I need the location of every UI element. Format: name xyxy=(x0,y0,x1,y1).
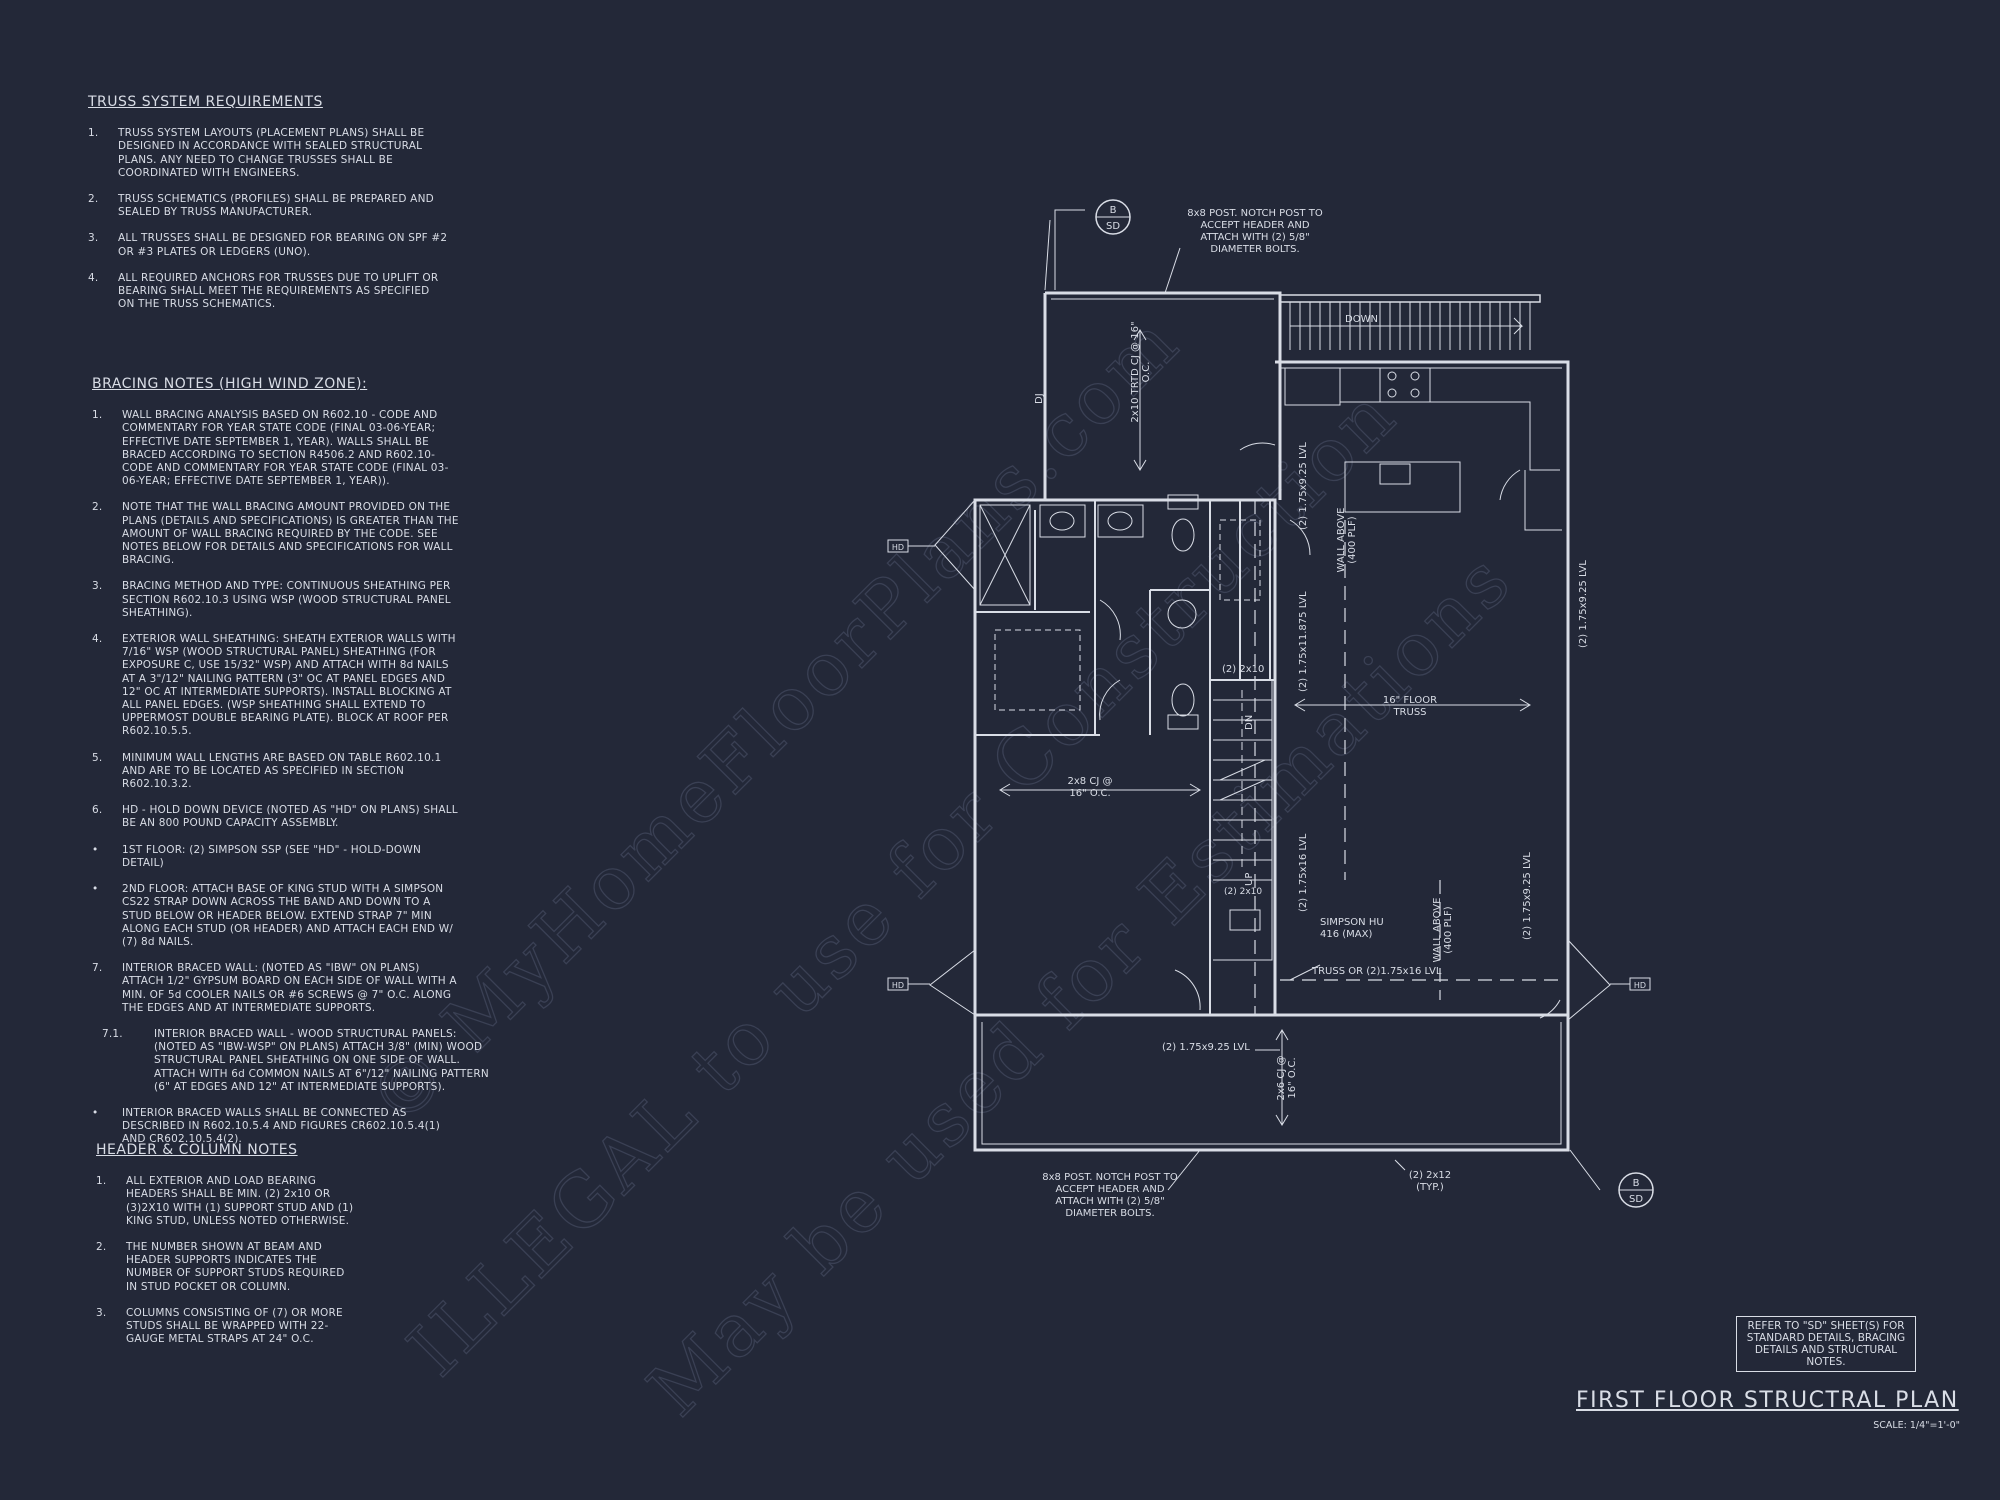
note-text: ALL TRUSSES SHALL BE DESIGNED FOR BEARIN… xyxy=(118,232,448,258)
note-number: 1. xyxy=(92,409,103,422)
note-number: 3. xyxy=(88,232,99,245)
note-text: INTERIOR BRACED WALLS SHALL BE CONNECTED… xyxy=(122,1106,441,1146)
section-top-letter: B xyxy=(1110,205,1117,216)
up-label: UP xyxy=(1244,872,1255,886)
bracing-list: 1. WALL BRACING ANALYSIS BASED ON R602.10… xyxy=(92,409,494,1146)
truss-or-label: TRUSS OR (2)1.75x16 LVL xyxy=(1312,966,1442,977)
note-number: • xyxy=(92,843,99,856)
sheet-title: FIRST FLOOR STRUCTRAL PLAN xyxy=(1576,1388,1959,1413)
note-item: • 1ST FLOOR: (2) SIMPSON SSP (SEE "HD" - … xyxy=(92,844,494,870)
note-number: 2. xyxy=(88,193,99,206)
note-item: 1. TRUSS SYSTEM LAYOUTS (PLACEMENT PLANS)… xyxy=(88,127,448,180)
wall-above-label-2: WALL ABOVE (400 PLF) xyxy=(1432,897,1454,963)
header-column-notes: HEADER & COLUMN NOTES 1. ALL EXTERIOR AND… xyxy=(96,1142,356,1359)
cj-2x8-label: 2x8 CJ @ 16" O.C. xyxy=(1067,776,1113,799)
note-item: • INTERIOR BRACED WALLS SHALL BE CONNECTE… xyxy=(92,1107,494,1147)
note-number: 5. xyxy=(92,751,103,764)
header-2x10-a: (2) 2x10 xyxy=(1222,664,1265,675)
bracing-notes: BRACING NOTES (HIGH WIND ZONE): 1. WALL B… xyxy=(92,376,494,1160)
hd-label-2: HD xyxy=(892,981,904,990)
note-number: • xyxy=(92,1106,99,1119)
note-item: 4. ALL REQUIRED ANCHORS FOR TRUSSES DUE T… xyxy=(88,272,448,312)
dj-label: DJ xyxy=(1034,393,1045,404)
note-item: 2. TRUSS SCHEMATICS (PROFILES) SHALL BE P… xyxy=(88,193,448,219)
note-item: 7. INTERIOR BRACED WALL: (NOTED AS "IBW" … xyxy=(92,962,494,1015)
note-number: • xyxy=(92,883,99,896)
hd-label-1: HD xyxy=(892,543,904,552)
note-text: 1ST FLOOR: (2) SIMPSON SSP (SEE "HD" - H… xyxy=(122,843,422,869)
section-bottom-letter: B xyxy=(1633,1178,1640,1189)
wall-above-label-1: WALL ABOVE (400 PLF) xyxy=(1336,507,1358,573)
lvl-label-2: (2) 1.75x11.875 LVL xyxy=(1298,591,1309,692)
note-item: 1. ALL EXTERIOR AND LOAD BEARING HEADERS … xyxy=(96,1175,356,1228)
note-item: • 2ND FLOOR: ATTACH BASE OF KING STUD WIT… xyxy=(92,883,494,949)
note-text: TRUSS SCHEMATICS (PROFILES) SHALL BE PRE… xyxy=(118,193,434,219)
note-text: 2ND FLOOR: ATTACH BASE OF KING STUD WITH… xyxy=(122,883,454,948)
note-number: 7.1. xyxy=(102,1027,123,1040)
note-number: 3. xyxy=(92,580,103,593)
note-number: 2. xyxy=(96,1241,107,1254)
post-note-top: 8x8 POST. NOTCH POST TO ACCEPT HEADER AN… xyxy=(1187,208,1323,255)
lvl-label-3: (2) 1.75x16 LVL xyxy=(1298,833,1309,912)
scale-label: SCALE: 1/4"=1'-0" xyxy=(1873,1420,1960,1431)
note-number: 3. xyxy=(96,1306,107,1319)
note-item: 3. ALL TRUSSES SHALL BE DESIGNED FOR BEAR… xyxy=(88,232,448,258)
note-number: 1. xyxy=(88,127,99,140)
truss-top-label: 2x10 TRTD CJ @ 16" O.C. xyxy=(1130,321,1152,423)
note-number: 6. xyxy=(92,804,103,817)
hd-label-3: HD xyxy=(1634,981,1646,990)
note-text: ALL EXTERIOR AND LOAD BEARING HEADERS SH… xyxy=(126,1175,354,1227)
lvl-label-right: (2) 1.75x9.25 LVL xyxy=(1578,560,1589,648)
note-item: 2. NOTE THAT THE WALL BRACING AMOUNT PROV… xyxy=(92,501,494,567)
note-number: 4. xyxy=(88,271,99,284)
header-list: 1. ALL EXTERIOR AND LOAD BEARING HEADERS … xyxy=(96,1175,356,1346)
note-number: 2. xyxy=(92,501,103,514)
note-item: 6. HD - HOLD DOWN DEVICE (NOTED AS "HD" O… xyxy=(92,804,494,830)
truss-heading: TRUSS SYSTEM REQUIREMENTS xyxy=(88,94,323,110)
note-item: 4. EXTERIOR WALL SHEATHING: SHEATH EXTERI… xyxy=(92,633,494,739)
header-heading: HEADER & COLUMN NOTES xyxy=(96,1142,298,1158)
note-item: 3. BRACING METHOD AND TYPE: CONTINUOUS SH… xyxy=(92,580,494,620)
reference-note: REFER TO "SD" SHEET(S) FOR STANDARD DETA… xyxy=(1736,1316,1916,1372)
note-text: MINIMUM WALL LENGTHS ARE BASED ON TABLE … xyxy=(122,751,442,791)
note-item: 3. COLUMNS CONSISTING OF (7) OR MORE STUD… xyxy=(96,1307,356,1347)
note-item: 1. WALL BRACING ANALYSIS BASED ON R602.10… xyxy=(92,409,494,488)
note-text: INTERIOR BRACED WALL - WOOD STRUCTURAL P… xyxy=(154,1027,489,1093)
note-text: NOTE THAT THE WALL BRACING AMOUNT PROVID… xyxy=(122,501,459,567)
down-label: DOWN xyxy=(1345,314,1378,325)
note-text: THE NUMBER SHOWN AT BEAM AND HEADER SUPP… xyxy=(126,1241,345,1293)
note-text: INTERIOR BRACED WALL: (NOTED AS "IBW" ON… xyxy=(122,962,457,1014)
dn-label: DN xyxy=(1244,714,1255,730)
note-text: BRACING METHOD AND TYPE: CONTINUOUS SHEA… xyxy=(122,580,451,619)
note-number: 7. xyxy=(92,962,103,975)
note-text: TRUSS SYSTEM LAYOUTS (PLACEMENT PLANS) S… xyxy=(118,127,425,179)
cj-2x6-label: 2x6 CJ @ 16" O.C. xyxy=(1276,1055,1298,1101)
truss-notes: TRUSS SYSTEM REQUIREMENTS 1. TRUSS SYSTEM… xyxy=(88,94,448,324)
note-text: COLUMNS CONSISTING OF (7) OR MORE STUDS … xyxy=(126,1306,343,1346)
note-item: 7.1. INTERIOR BRACED WALL - WOOD STRUCTUR… xyxy=(92,1028,494,1094)
section-top-sheet: SD xyxy=(1106,221,1120,232)
lvl-label-1: (2) 1.75x9.25 LVL xyxy=(1298,442,1309,530)
post-note-bottom: 8x8 POST. NOTCH POST TO ACCEPT HEADER AN… xyxy=(1042,1172,1178,1219)
note-item: 2. THE NUMBER SHOWN AT BEAM AND HEADER SU… xyxy=(96,1241,356,1294)
bracing-heading: BRACING NOTES (HIGH WIND ZONE): xyxy=(92,376,368,392)
floor-truss-label: 16" FLOOR TRUSS xyxy=(1382,695,1438,718)
note-number: 4. xyxy=(92,633,103,646)
note-text: ALL REQUIRED ANCHORS FOR TRUSSES DUE TO … xyxy=(118,271,439,311)
header-2x10-b: (2) 2x10 xyxy=(1224,887,1263,897)
lvl-bottom-label: (2) 1.75x9.25 LVL xyxy=(1162,1042,1250,1053)
note-number: 1. xyxy=(96,1175,107,1188)
note-item: 5. MINIMUM WALL LENGTHS ARE BASED ON TABL… xyxy=(92,752,494,792)
note-text: HD - HOLD DOWN DEVICE (NOTED AS "HD" ON … xyxy=(122,804,458,830)
note-text: WALL BRACING ANALYSIS BASED ON R602.10 -… xyxy=(122,409,449,488)
simpson-label: SIMPSON HU 416 (MAX) xyxy=(1320,917,1384,940)
truss-list: 1. TRUSS SYSTEM LAYOUTS (PLACEMENT PLANS)… xyxy=(88,127,448,311)
lvl-label-right-2: (2) 1.75x9.25 LVL xyxy=(1522,852,1533,940)
section-bottom-sheet: SD xyxy=(1629,1194,1643,1205)
note-text: EXTERIOR WALL SHEATHING: SHEATH EXTERIOR… xyxy=(122,633,456,738)
header-2x12-label: (2) 2x12 (TYP.) xyxy=(1408,1170,1452,1193)
